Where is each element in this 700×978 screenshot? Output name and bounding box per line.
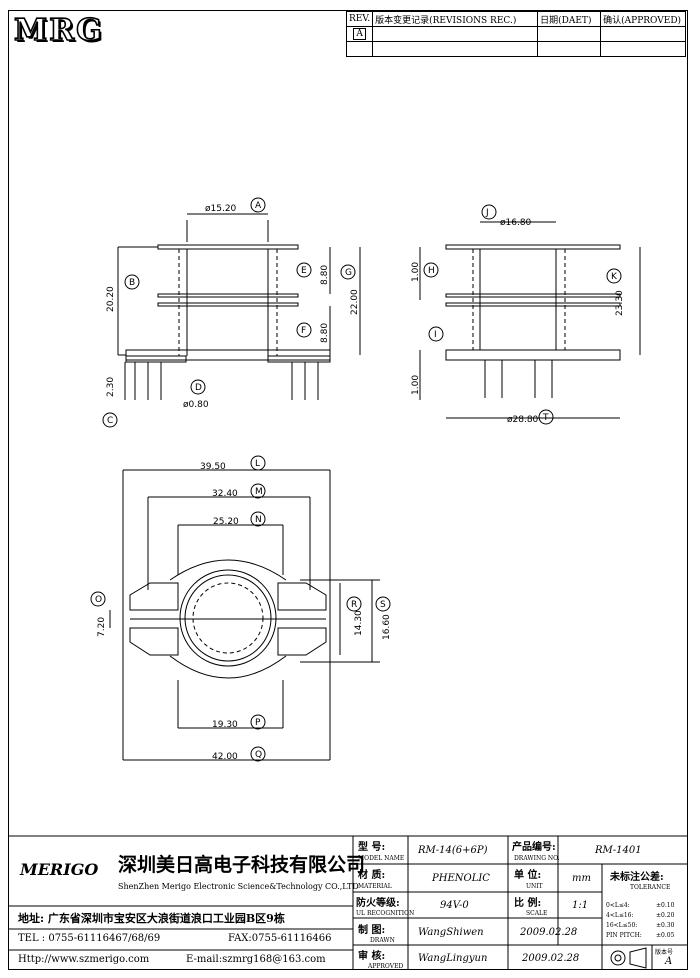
dim-b-label: B	[129, 278, 135, 288]
company-name-cn: 深圳美日高电子科技有限公司	[118, 854, 366, 876]
material-value: PHENOLIC	[432, 873, 490, 884]
dim-r-label: R	[351, 600, 357, 610]
fire-rating-value: 94V-0	[440, 900, 469, 911]
dim-i-value: 1.00	[411, 375, 421, 395]
dim-s-label: S	[380, 600, 386, 610]
dim-d-value: ø0.80	[183, 400, 209, 410]
dim-e-value: 8.80	[320, 265, 330, 285]
dim-k-value: 23.30	[615, 290, 625, 316]
top-view	[109, 469, 380, 761]
drawn-date: 2009.02.28	[520, 927, 578, 938]
drawing-no-value: RM-1401	[595, 845, 642, 856]
dim-c-value: 2.30	[106, 377, 116, 397]
telephone: TEL : 0755-61116467/68/69	[18, 933, 161, 944]
fire-rating-label-en: UL RECOGNITION	[356, 910, 415, 917]
address: 地址: 广东省深圳市宝安区大浪街道浪口工业园B区9栋	[18, 912, 285, 925]
tol-value-4: ±0.05	[656, 932, 675, 939]
approved-label-en: APPROVED	[368, 963, 404, 970]
tol-range-3: 16<L≤50:	[606, 922, 638, 929]
tolerance-label-en: TOLERANCE	[630, 884, 671, 891]
fax: FAX:0755-61116466	[228, 933, 332, 944]
drawing-no-label-en: DRAWING NO.	[514, 855, 560, 862]
dim-m-label: M	[255, 487, 263, 497]
side-view	[419, 221, 641, 419]
dim-q-label: Q	[255, 750, 262, 760]
material-label-en: MATERIAL	[358, 883, 392, 890]
dim-g-value: 22.00	[350, 289, 360, 315]
tol-value-2: ±0.20	[656, 912, 675, 919]
material-label: 材 质:	[358, 870, 386, 881]
brand-logo: MERIGO	[20, 860, 99, 879]
dim-h-value: 1.00	[411, 262, 421, 282]
dim-j-label: J	[485, 208, 489, 218]
scale-label-en: SCALE	[526, 910, 548, 917]
dim-p-value: 19.30	[212, 720, 238, 730]
dim-p-label: P	[255, 718, 261, 728]
version-label: 版本号	[655, 949, 674, 956]
dim-s-value: 16.60	[382, 614, 392, 640]
dim-o-label: O	[95, 595, 102, 605]
fire-rating-label: 防火等级:	[356, 898, 400, 909]
website: Http://www.szmerigo.com	[18, 954, 150, 965]
approved-value: WangLingyun	[418, 953, 488, 964]
drawn-value: WangShiwen	[418, 927, 484, 938]
tol-range-4: PIN PITCH:	[606, 932, 642, 939]
tol-range-2: 4<L≤16:	[606, 912, 634, 919]
version-value: A	[665, 956, 673, 967]
dim-n-label: N	[255, 515, 262, 525]
dim-h-label: H	[428, 266, 435, 276]
email: E-mail:szmrg168@163.com	[186, 954, 326, 965]
tolerance-label: 未标注公差:	[610, 872, 664, 883]
unit-label: 单 位:	[514, 870, 542, 881]
unit-label-en: UNIT	[526, 883, 543, 890]
dim-f-value: 8.80	[320, 323, 330, 343]
unit-value: mm	[572, 873, 591, 884]
company-logo: MRG	[13, 13, 104, 49]
dim-l-value: 39.50	[200, 462, 226, 472]
dim-e-label: E	[301, 266, 307, 276]
approved-date: 2009.02.28	[522, 953, 580, 964]
dim-a-label: A	[255, 201, 262, 211]
scale-label: 比 例:	[514, 898, 542, 909]
dim-t-label: T	[542, 413, 549, 423]
dim-k-label: K	[611, 272, 618, 282]
dim-l-label: L	[255, 459, 260, 469]
tol-range-1: 0<L≤4:	[606, 902, 630, 909]
dim-o-value: 7.20	[97, 617, 107, 637]
dim-c-label: C	[107, 416, 113, 426]
dim-r-value: 14.30	[354, 610, 364, 636]
dim-i-label: I	[434, 330, 437, 340]
model-label: 型 号:	[358, 842, 386, 853]
company-name-en: ShenZhen Merigo Electronic Science&Techn…	[118, 882, 359, 891]
drawn-label: 制 图:	[358, 925, 386, 936]
drawing-no-label: 产品编号:	[512, 842, 556, 853]
dim-g-label: G	[345, 268, 352, 278]
dim-b-value: 20.20	[106, 286, 116, 312]
tol-value-3: ±0.30	[656, 922, 675, 929]
tol-value-1: ±0.10	[656, 902, 675, 909]
model-label-en: MODEL NAME	[358, 855, 405, 862]
dim-q-value: 42.00	[212, 752, 238, 762]
front-view	[117, 213, 361, 400]
scale-value: 1:1	[572, 900, 589, 911]
dim-m-value: 32.40	[212, 489, 238, 499]
rev-cell: A	[345, 26, 374, 42]
rev-a-mark: A	[353, 28, 366, 40]
revision-table: REV. 版本变更记录(REVISIONS REC.) 日期(DAET) 确认(…	[345, 11, 687, 57]
dim-d-label: D	[195, 383, 202, 393]
approved-label: 审 核:	[358, 951, 386, 962]
dim-t-value: ø28.80	[507, 415, 539, 425]
drawing-frame	[8, 10, 688, 970]
model-value: RM-14(6+6P)	[418, 845, 488, 856]
dim-f-label: F	[301, 326, 306, 336]
dim-n-value: 25.20	[213, 517, 239, 527]
dim-a-value: ø15.20	[205, 204, 237, 214]
drawn-label-en: DRAWN	[370, 937, 395, 944]
dim-j-value: ø16.80	[500, 218, 532, 228]
